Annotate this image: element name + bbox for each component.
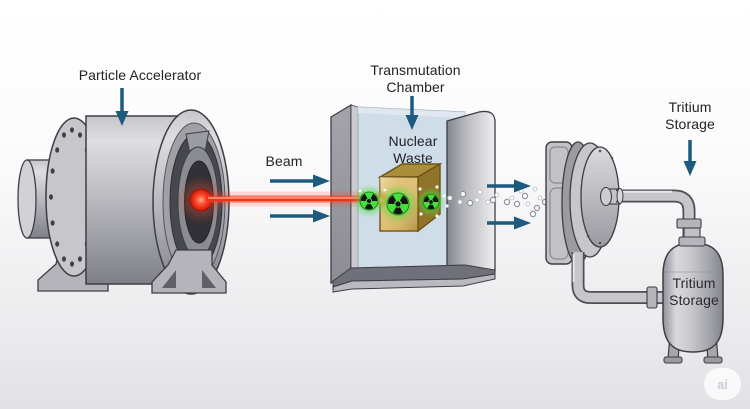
tritium-pointer-arrow xyxy=(683,140,697,176)
chamber-right-wall xyxy=(446,110,496,284)
collector-flange-assembly xyxy=(545,141,621,265)
tritium-storage-label: Tritium Storage xyxy=(665,99,715,133)
ai-watermark: ai xyxy=(704,368,741,400)
pipe-to-tank-top xyxy=(616,188,702,241)
tritium-storage-tank xyxy=(662,227,724,364)
pipe-to-tank-side xyxy=(571,252,663,309)
transmutation-chamber-label: Transmutation Chamber xyxy=(370,62,461,96)
particle-accelerator-label: Particle Accelerator xyxy=(78,67,202,83)
radiation-symbol-right xyxy=(416,187,446,217)
tritium-tank-label: Tritium Storage xyxy=(669,275,719,309)
output-arrow-lower xyxy=(487,216,531,230)
output-arrow-upper xyxy=(487,179,531,193)
beam-direction-arrow-upper xyxy=(270,174,330,188)
beam-direction-arrow-lower xyxy=(270,209,330,223)
particle-accelerator-pointer-arrow xyxy=(115,88,129,126)
nuclear-waste-label: Nuclear Waste xyxy=(388,133,438,167)
chamber-pointer-arrow xyxy=(405,96,419,130)
beam-label: Beam xyxy=(265,153,303,169)
sparkle-dots xyxy=(358,185,449,218)
particle-accelerator-machine xyxy=(17,109,230,295)
radiation-symbol-center xyxy=(378,184,418,224)
radiation-symbol-left xyxy=(352,184,386,218)
transmuted-particle-spray xyxy=(446,186,549,218)
